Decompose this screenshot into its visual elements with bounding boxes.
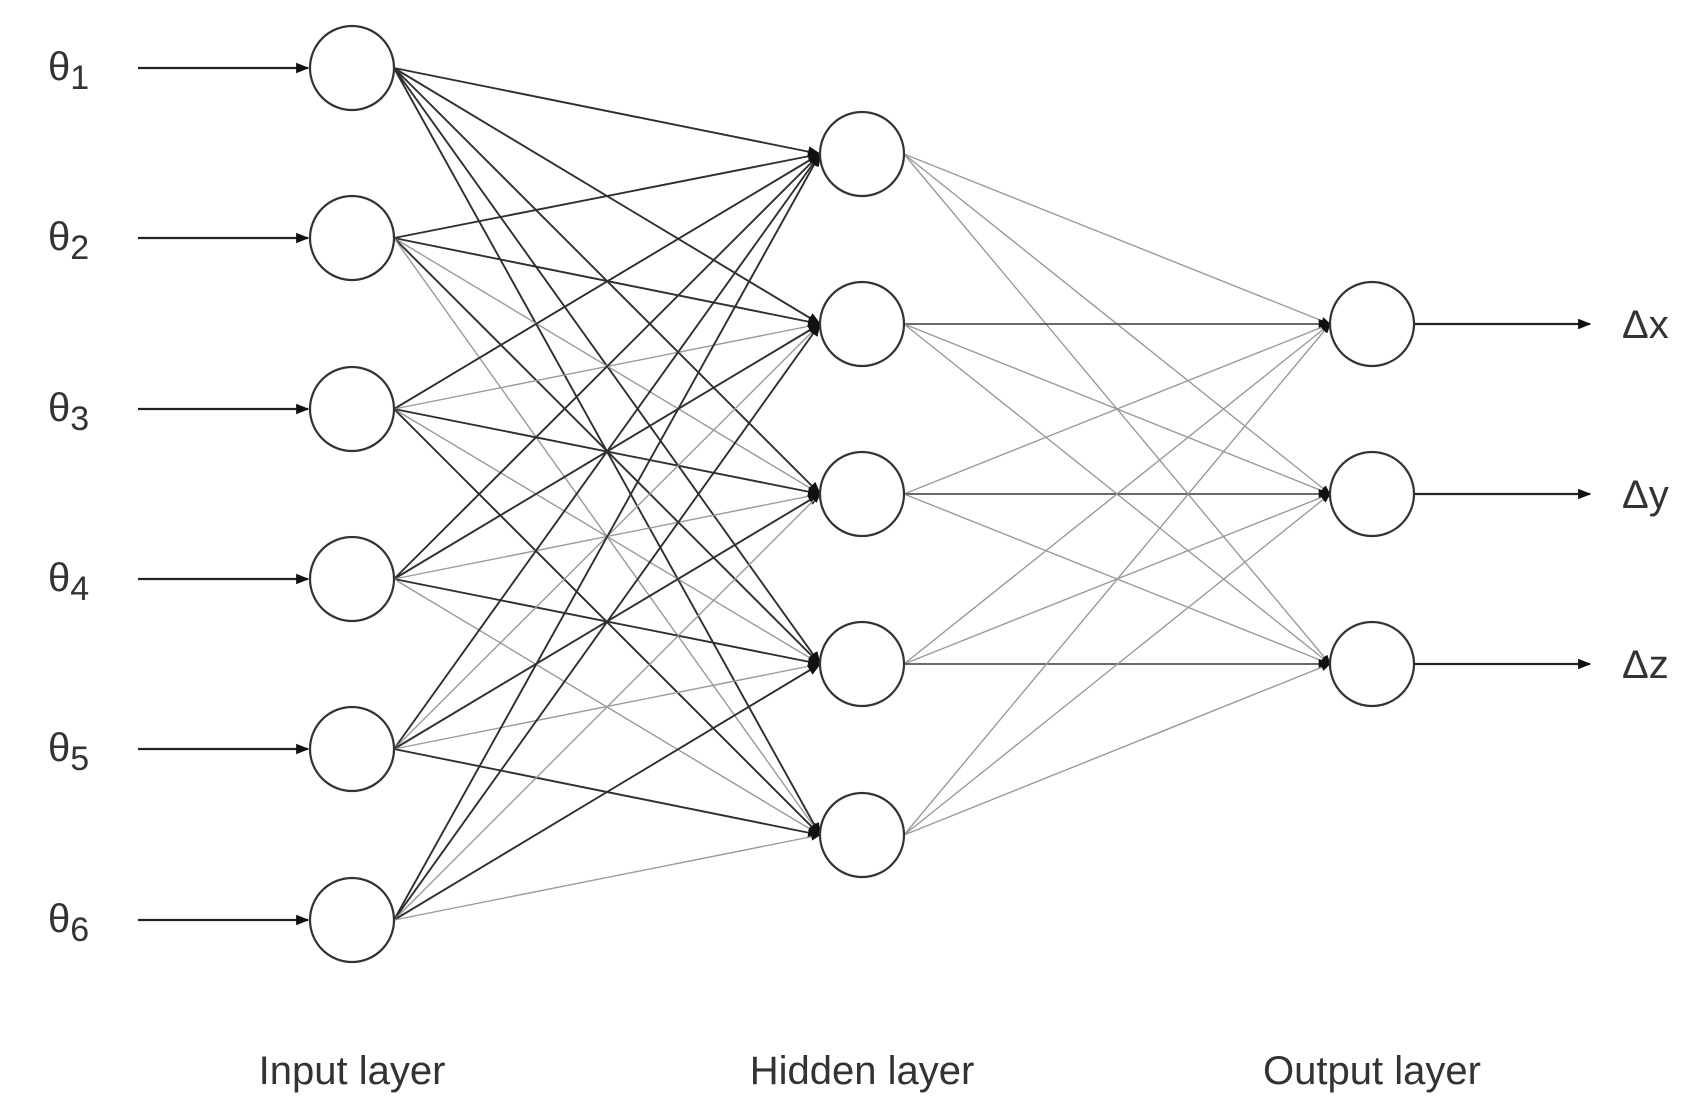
output-node-3	[1328, 620, 1416, 708]
edge-hidden-5-output-1	[903, 323, 1331, 836]
hidden-node-4	[818, 620, 906, 708]
hidden-layer-label: Hidden layer	[750, 1049, 975, 1093]
output-node-1	[1328, 280, 1416, 368]
output-layer-label: Output layer	[1263, 1049, 1481, 1093]
hidden-node-1	[818, 110, 906, 198]
input-node-3	[308, 365, 396, 453]
output-label-1: Δx	[1622, 303, 1669, 347]
input-node-6	[308, 876, 396, 964]
edge-hidden-5-output-2	[903, 493, 1331, 836]
input-node-4	[308, 535, 396, 623]
hidden-node-3	[818, 450, 906, 538]
output-label-3: Δz	[1622, 643, 1669, 687]
input-layer-label: Input layer	[259, 1049, 446, 1093]
edge-input-2-hidden-1	[393, 151, 822, 239]
input-output-arrows	[138, 62, 1592, 926]
input-label-theta-4: θ4	[48, 556, 89, 608]
edge-hidden-1-output-1	[903, 153, 1331, 325]
edge-input-6-hidden-1	[393, 152, 821, 921]
hidden-output-connections	[903, 153, 1332, 836]
input-label-theta-1: θ1	[48, 45, 89, 97]
hidden-node-5	[818, 791, 906, 879]
hidden-node-2	[818, 280, 906, 368]
input-node-2	[308, 194, 396, 282]
edge-input-3-hidden-1	[393, 153, 822, 410]
edge-hidden-4-output-1	[903, 323, 1331, 665]
edge-input-6-hidden-4	[393, 663, 822, 921]
edge-hidden-3-output-1	[903, 323, 1331, 495]
edge-input-6-hidden-2	[393, 322, 821, 921]
output-node-2	[1328, 450, 1416, 538]
input-hidden-connections	[393, 67, 822, 921]
input-label-theta-2: θ2	[48, 215, 89, 267]
nodes	[308, 24, 1416, 964]
edge-input-6-hidden-5	[393, 832, 821, 921]
edge-input-1-hidden-1	[393, 67, 822, 157]
input-label-theta-5: θ5	[48, 726, 89, 778]
edge-input-4-hidden-1	[393, 153, 821, 580]
edge-input-6-hidden-3	[393, 493, 821, 921]
output-label-2: Δy	[1622, 473, 1669, 517]
input-node-1	[308, 24, 396, 112]
input-label-theta-6: θ6	[48, 897, 89, 949]
input-label-theta-3: θ3	[48, 386, 89, 438]
input-node-5	[308, 705, 396, 793]
edge-hidden-5-output-3	[903, 663, 1331, 836]
edge-input-5-hidden-1	[393, 152, 821, 750]
